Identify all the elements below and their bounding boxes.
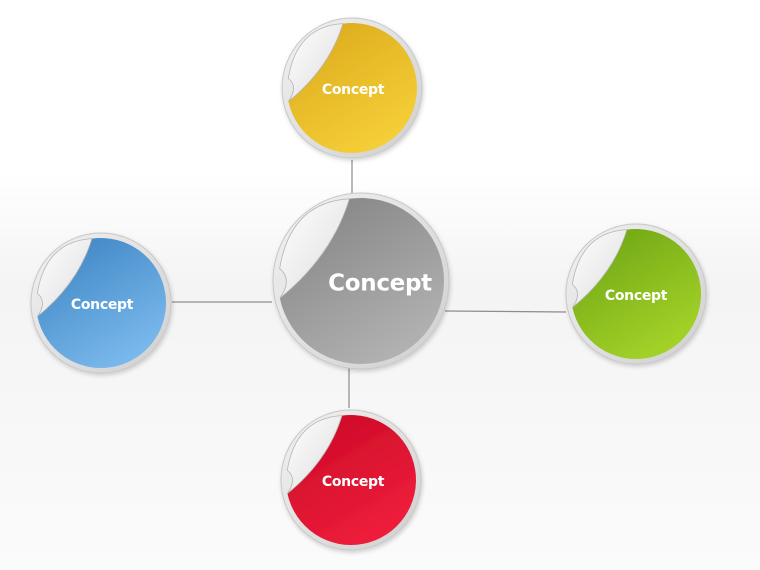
connector-right [444, 310, 567, 313]
node-color-fill [288, 22, 418, 153]
peel-curl [287, 23, 344, 102]
peel-curl [286, 415, 343, 494]
concept-node-center: Concept [272, 192, 450, 370]
concept-node-bottom: Concept [280, 409, 422, 551]
concept-node-left: Concept [30, 232, 172, 374]
peel-curl [571, 229, 628, 308]
peel-curl [279, 198, 350, 299]
node-label: Concept [322, 82, 385, 98]
peel-curl [36, 238, 93, 317]
node-color-fill [287, 415, 416, 545]
node-color-fill [572, 228, 701, 359]
node-color-fill [279, 198, 444, 364]
concept-node-top: Concept [281, 17, 423, 159]
node-color-fill [37, 238, 166, 368]
node-label: Concept [71, 297, 134, 313]
node-label: Concept [328, 271, 432, 297]
node-label: Concept [322, 474, 385, 490]
connectors [172, 160, 567, 408]
node-label: Concept [605, 288, 668, 304]
concept-node-right: Concept [565, 223, 707, 365]
